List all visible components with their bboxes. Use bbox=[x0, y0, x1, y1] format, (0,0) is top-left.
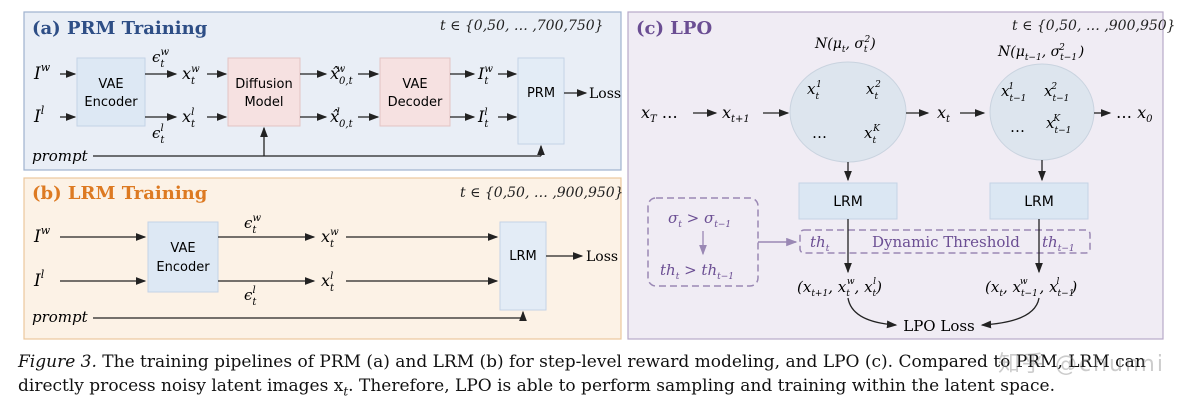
prm-loss-label: Loss bbox=[589, 86, 621, 102]
x-0-label: … x0 bbox=[1116, 103, 1153, 125]
lrm-image-loser-label: Il bbox=[33, 268, 45, 291]
distribution-t-minus-1-label: N(μt−1, σt−12) bbox=[997, 43, 1084, 63]
lrm-vae-encoder-line1: VAE bbox=[170, 241, 195, 256]
panel-lrm-timesteps: t ∈ {0,50, … ,900,950} bbox=[460, 185, 624, 201]
diffusion-model-box bbox=[227, 57, 301, 127]
sample-t-2-label: xt2 bbox=[866, 80, 881, 102]
lrm-vae-encoder-line2: Encoder bbox=[156, 260, 210, 275]
lpo-lrm-box-t-minus-1 bbox=[989, 182, 1089, 220]
dynamic-threshold-label: Dynamic Threshold bbox=[872, 233, 1020, 251]
lpo-lrm-box-t-minus-1-label: LRM bbox=[1024, 194, 1054, 210]
figure-diagram: (a) PRM Training t ∈ {0,50, … ,700,750} … bbox=[23, 11, 1176, 340]
panel-lpo: (c) LPO t ∈ {0,50, … ,900,950} N(μt, σt2… bbox=[627, 11, 1176, 340]
lrm-box bbox=[499, 221, 547, 311]
samples-t-minus-1-ellipsis: … bbox=[1010, 118, 1025, 136]
panel-lrm-training: (b) LRM Training t ∈ {0,50, … ,900,950} … bbox=[23, 177, 624, 340]
lrm-loss-label: Loss bbox=[586, 249, 618, 265]
diffusion-model-line1: Diffusion bbox=[235, 77, 292, 92]
samples-t-circle bbox=[789, 61, 907, 163]
threshold-t-label: tht bbox=[810, 233, 830, 254]
caption-line-2-end: . Therefore, LPO is able to perform samp… bbox=[348, 376, 1055, 396]
lrm-vae-encoder-box bbox=[147, 221, 219, 293]
decoded-loser-label: Itl bbox=[477, 107, 489, 130]
panel-lrm-title: (b) LRM Training bbox=[32, 183, 208, 204]
prm-vae-decoder-line2: Decoder bbox=[388, 95, 443, 110]
prm-vae-decoder-box bbox=[379, 57, 451, 127]
sigma-condition-box bbox=[647, 197, 759, 287]
caption-line-2-text: directly process noisy latent images x bbox=[18, 376, 344, 396]
x-T-label: xT … bbox=[641, 103, 678, 125]
prm-vae-encoder-line1: VAE bbox=[98, 77, 123, 92]
sample-t-1-label: xt1 bbox=[807, 80, 822, 102]
lpo-lrm-box-t-label: LRM bbox=[833, 194, 863, 210]
figure-caption: Figure 3. The training pipelines of PRM … bbox=[18, 350, 1178, 403]
samples-t-minus-1-circle bbox=[989, 63, 1095, 161]
panel-lpo-title: (c) LPO bbox=[636, 18, 712, 39]
latent-loser-label: xtl bbox=[182, 107, 196, 130]
lrm-latent-loser-label: xtl bbox=[321, 271, 335, 294]
prm-box bbox=[517, 57, 565, 145]
noise-loser-label: ϵtl bbox=[152, 123, 165, 146]
lpo-loss-label: LPO Loss bbox=[903, 317, 975, 335]
panel-lpo-timesteps: t ∈ {0,50, … ,900,950} bbox=[1012, 18, 1176, 34]
lrm-box-label: LRM bbox=[509, 249, 537, 264]
samples-t-ellipsis: … bbox=[812, 124, 827, 142]
panel-prm-timesteps: t ∈ {0,50, … ,700,750} bbox=[440, 18, 604, 34]
prm-vae-encoder-box bbox=[76, 57, 146, 127]
prm-prompt-label: prompt bbox=[32, 147, 89, 165]
diffusion-model-line2: Model bbox=[244, 95, 283, 110]
prm-vae-encoder-line2: Encoder bbox=[84, 95, 138, 110]
lrm-prompt-label: prompt bbox=[32, 308, 89, 326]
caption-figure-label: Figure 3. bbox=[18, 352, 97, 372]
caption-line-2-sub: t bbox=[343, 384, 349, 399]
image-loser-label: Il bbox=[33, 104, 45, 127]
lpo-lrm-box-t bbox=[798, 182, 898, 220]
distribution-t-label: N(μt, σt2) bbox=[814, 35, 876, 55]
caption-line-1-text: The training pipelines of PRM (a) and LR… bbox=[96, 352, 1146, 372]
caption-line-2: directly process noisy latent images xt.… bbox=[18, 374, 1178, 403]
prm-vae-decoder-line1: VAE bbox=[402, 77, 427, 92]
watermark-text: 知乎 @chunni bbox=[998, 352, 1165, 377]
caption-line-1: Figure 3. The training pipelines of PRM … bbox=[18, 350, 1178, 374]
lrm-noise-loser-label: ϵtl bbox=[244, 285, 257, 308]
panel-prm-title: (a) PRM Training bbox=[32, 18, 208, 39]
panel-lpo-background bbox=[627, 11, 1164, 340]
pair-t-label: (xt+1, xtw, xtl) bbox=[797, 277, 882, 299]
threshold-condition-label: tht > tht−1 bbox=[660, 261, 734, 282]
panel-prm-training: (a) PRM Training t ∈ {0,50, … ,700,750} … bbox=[23, 11, 622, 171]
prm-box-label: PRM bbox=[527, 86, 555, 101]
